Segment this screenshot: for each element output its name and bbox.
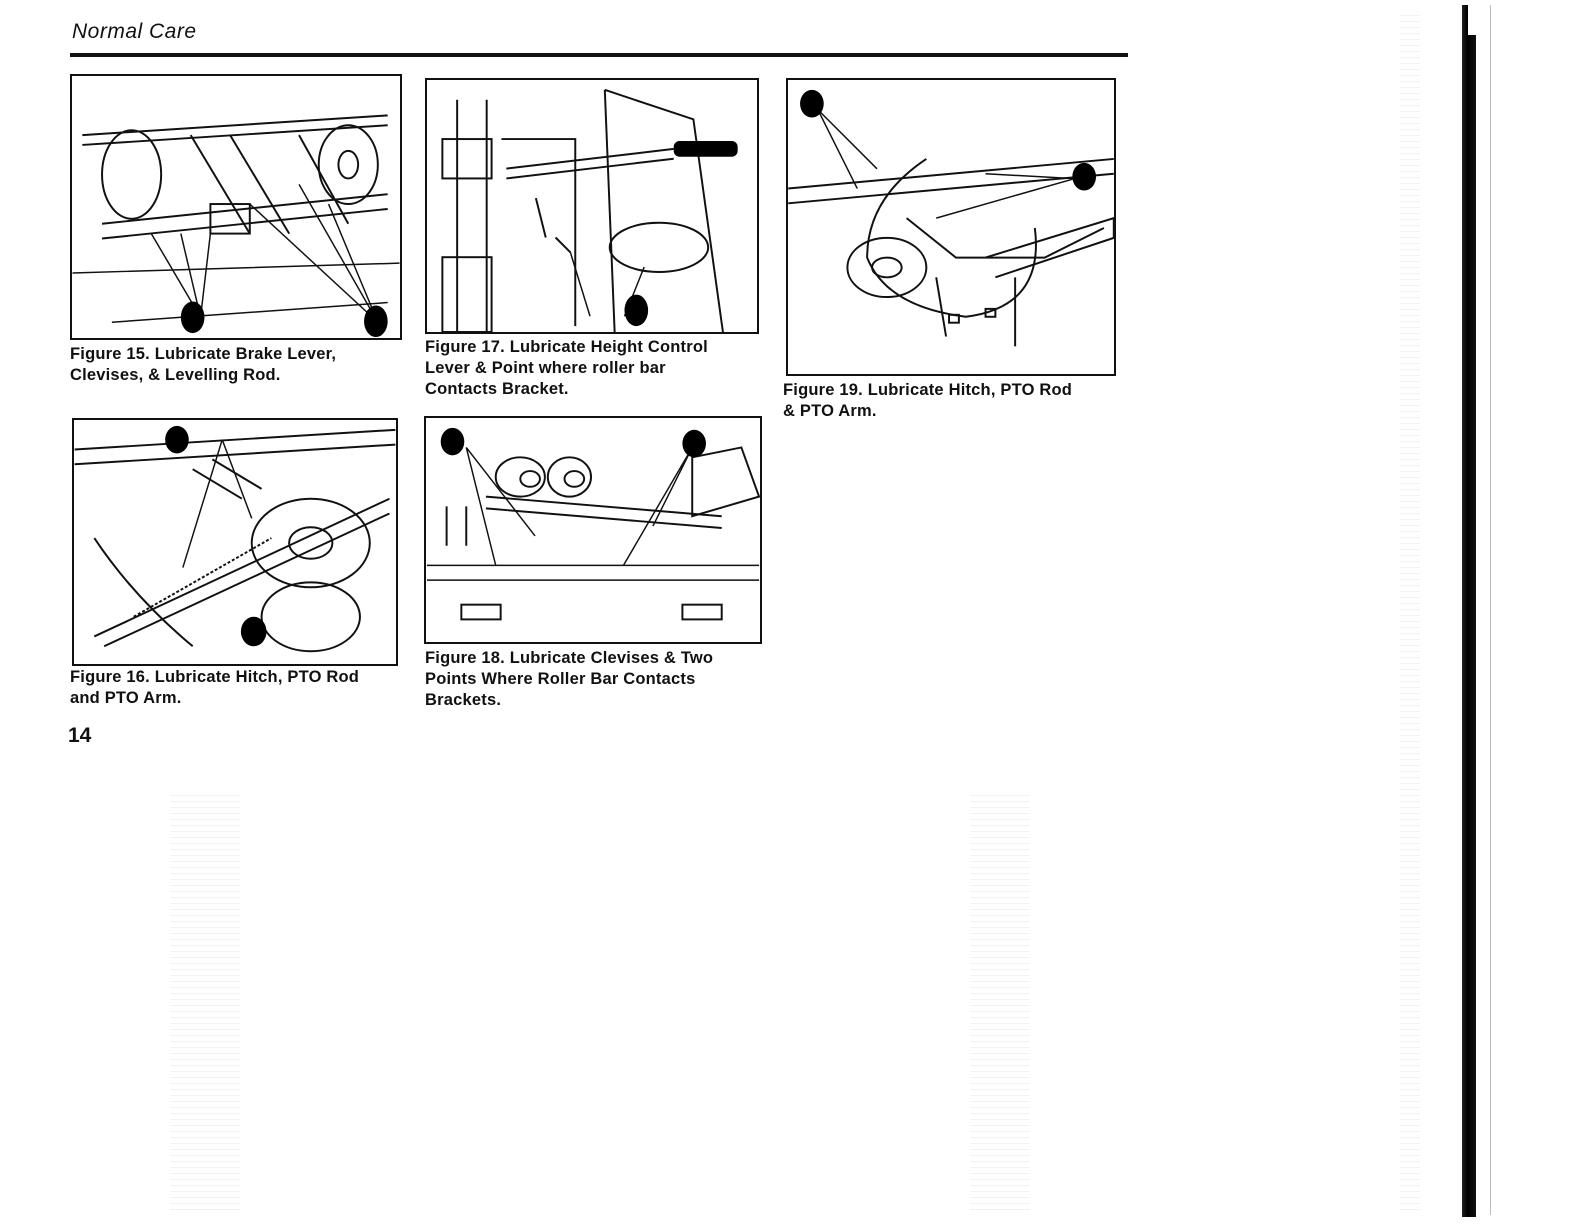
caption-line: Points Where Roller Bar Contacts <box>425 670 696 688</box>
figure-19-illustration <box>786 78 1116 376</box>
scan-speckle <box>170 790 240 1210</box>
figure-19-caption: Figure 19. Lubricate Hitch, PTO Rod & PT… <box>783 380 1072 422</box>
binding-line <box>1490 5 1491 1215</box>
figure-17-caption: Figure 17. Lubricate Height Control Leve… <box>425 337 708 400</box>
caption-line: Figure 18. Lubricate Clevises & Two <box>425 649 714 667</box>
binding-edge <box>1462 5 1476 1217</box>
binding-notch <box>1468 5 1476 35</box>
caption-line: & PTO Arm. <box>783 402 877 420</box>
caption-line: Figure 16. Lubricate Hitch, PTO Rod <box>70 668 360 686</box>
header-rule <box>70 53 1128 57</box>
page-number: 14 <box>68 724 92 747</box>
caption-line: Figure 15. Lubricate Brake Lever, <box>70 345 337 363</box>
scan-speckle <box>970 790 1030 1210</box>
figure-16-caption: Figure 16. Lubricate Hitch, PTO Rod and … <box>70 667 359 709</box>
figure-18-caption: Figure 18. Lubricate Clevises & Two Poin… <box>425 648 713 711</box>
figure-17-illustration <box>425 78 759 334</box>
caption-line: Clevises, & Levelling Rod. <box>70 366 281 384</box>
figure-18-drawing <box>426 427 760 621</box>
figure-18-illustration <box>424 416 762 644</box>
figure-15-illustration <box>70 74 402 340</box>
caption-line: Contacts Bracket. <box>425 380 569 398</box>
caption-line: Figure 19. Lubricate Hitch, PTO Rod <box>783 381 1073 399</box>
figure-16-drawing <box>74 425 396 653</box>
figure-19-drawing <box>788 89 1114 347</box>
figure-15-drawing <box>72 114 400 338</box>
figure-15-caption: Figure 15. Lubricate Brake Lever, Clevis… <box>70 344 336 386</box>
scan-speckle <box>1400 10 1420 1210</box>
caption-line: Brackets. <box>425 691 502 709</box>
caption-line: and PTO Arm. <box>70 689 182 707</box>
figure-17-drawing <box>441 88 738 332</box>
figure-16-illustration <box>72 418 398 666</box>
section-title: Normal Care <box>72 20 197 43</box>
caption-line: Figure 17. Lubricate Height Control <box>425 338 708 356</box>
caption-line: Lever & Point where roller bar <box>425 359 666 377</box>
